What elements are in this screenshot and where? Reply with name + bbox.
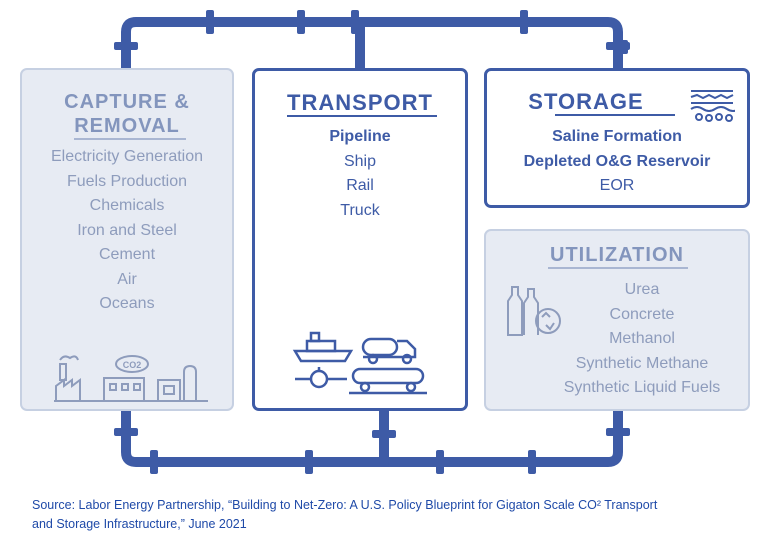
transport-title: TRANSPORT [287,90,433,115]
list-item: Ship [343,152,377,170]
list-item: EOR [599,177,635,194]
capture-removal-title: CAPTURE & REMOVAL [22,90,232,138]
source-line-1: Source: Labor Energy Partnership, “Build… [32,498,658,512]
transport-title-underline [287,115,437,117]
transport-mode-list: Pipeline Ship Rail Truck [255,125,465,223]
list-item: Electricity Generation [50,148,204,165]
capture-title-underline [74,138,186,140]
list-item: Urea [624,281,660,298]
list-item: Pipeline [329,128,391,145]
utilization-panel: UTILIZATION Urea Concrete Methanol Synth… [484,229,750,411]
list-item: Synthetic Methane [575,354,709,372]
list-item: Methanol [609,330,675,347]
geological-layers-icon [690,90,735,122]
transport-vehicles-icon [292,331,427,395]
list-item: Concrete [609,305,675,323]
capture-title-line2: REMOVAL [74,115,180,137]
list-item: Fuels Production [66,172,188,190]
utilization-product-list: Urea Concrete Methanol Synthetic Methane… [536,278,748,401]
capture-title-line1: CAPTURE & [64,91,190,113]
transport-panel: TRANSPORT Pipeline Ship Rail Truck [252,68,468,411]
utilization-title-underline [548,267,688,269]
list-item: Cement [98,246,156,263]
capture-removal-panel: CAPTURE & REMOVAL Electricity Generation… [20,68,234,411]
list-item: Iron and Steel [77,221,177,239]
storage-title: STORAGE [528,89,644,114]
co2-label: CO2 [123,360,142,370]
list-item: Depleted O&G Reservoir [523,152,711,170]
storage-panel: STORAGE Saline Formation Depleted O&G Re… [484,68,750,208]
source-line-2: and Storage Infrastructure,” June 2021 [32,517,247,531]
list-item: Chemicals [89,197,165,214]
list-item: Air [117,270,137,288]
storage-site-list: Saline Formation Depleted O&G Reservoir … [487,125,747,199]
list-item: Saline Formation [552,128,682,145]
source-citation: Source: Labor Energy Partnership, “Build… [32,496,752,534]
list-item: Truck [340,201,380,219]
list-item: Oceans [99,295,155,312]
list-item: Synthetic Liquid Fuels [563,379,721,396]
bottles-recycle-icon [507,286,561,336]
industrial-facilities-icon: CO2 [54,355,208,402]
list-item: Rail [346,177,374,194]
utilization-title: UTILIZATION [550,244,684,266]
storage-title-underline [555,114,675,116]
capture-source-list: Electricity Generation Fuels Production … [22,145,232,317]
